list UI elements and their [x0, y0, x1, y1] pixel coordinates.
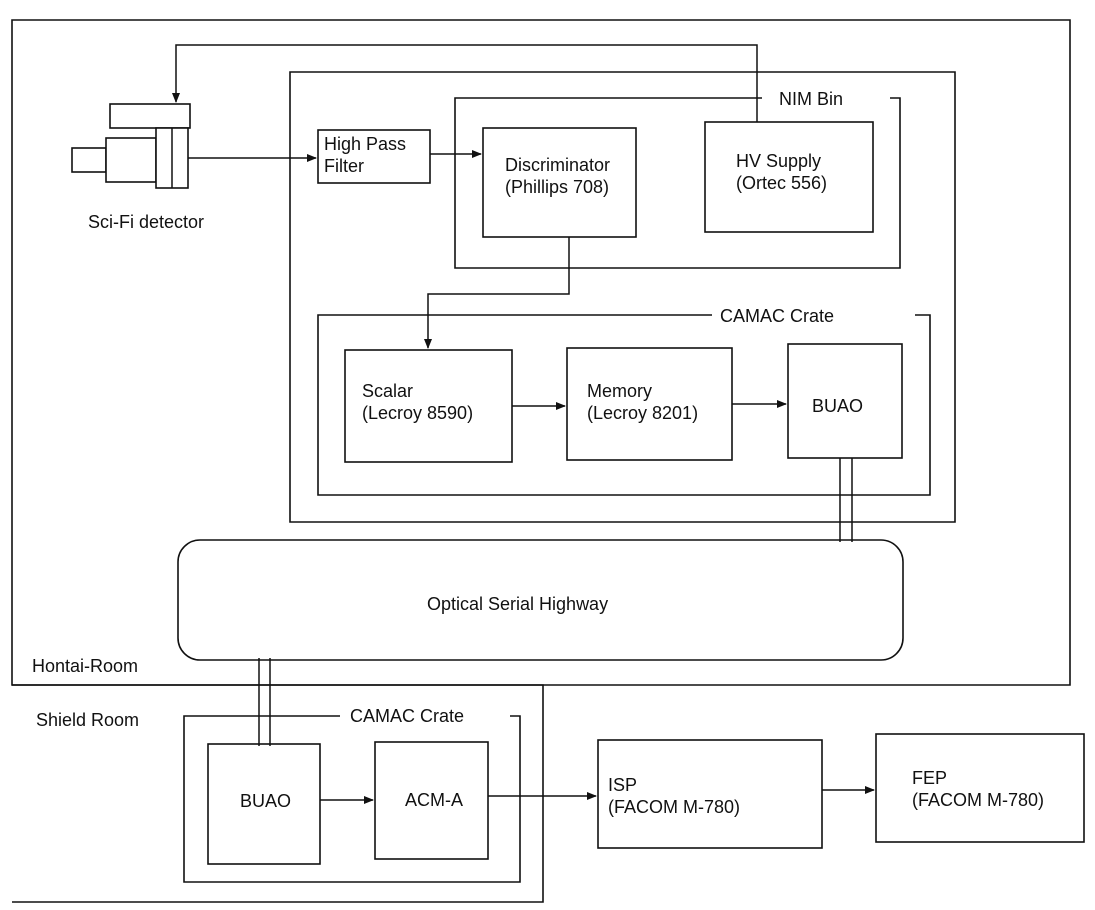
hv-to-detector-wire [176, 45, 757, 122]
camac-crate-top-label: CAMAC Crate [720, 306, 834, 326]
highway-to-buao-bottom-link [259, 658, 270, 746]
acm-line-1: ACM-A [405, 790, 463, 810]
hpf-line-2: Filter [324, 156, 364, 176]
buao-top-to-highway-link [840, 458, 852, 542]
discriminator-line-1: Discriminator [505, 155, 610, 175]
isp-line-2: (FACOM M-780) [608, 797, 740, 817]
discriminator-to-scalar-wire [428, 237, 569, 348]
isp-line-1: ISP [608, 775, 637, 795]
scalar-line-1: Scalar [362, 381, 413, 401]
fep-line-1: FEP [912, 768, 947, 788]
memory-line-2: (Lecroy 8201) [587, 403, 698, 423]
optical-serial-highway-label: Optical Serial Highway [427, 594, 608, 614]
buao-bottom-label: BUAO [240, 791, 291, 811]
discriminator-line-2: (Phillips 708) [505, 177, 609, 197]
sci-fi-detector-label: Sci-Fi detector [88, 212, 204, 232]
sci-fi-detector-icon [72, 104, 190, 188]
memory-line-1: Memory [587, 381, 652, 401]
fep-line-2: (FACOM M-780) [912, 790, 1044, 810]
nim-bin-label: NIM Bin [779, 89, 843, 109]
shield-room-label: Shield Room [36, 710, 139, 730]
hontai-room-label: Hontai-Room [32, 656, 138, 676]
hv-supply-line-1: HV Supply [736, 151, 821, 171]
optical-highway-line-1: Optical Serial Highway [427, 594, 608, 614]
buao-bottom-line-1: BUAO [240, 791, 291, 811]
fep-box [876, 734, 1084, 842]
buao-top-line-1: BUAO [812, 396, 863, 416]
buao-top-label: BUAO [812, 396, 863, 416]
acm-a-label: ACM-A [405, 790, 463, 810]
scalar-line-2: (Lecroy 8590) [362, 403, 473, 423]
hv-supply-line-2: (Ortec 556) [736, 173, 827, 193]
hpf-line-1: High Pass [324, 134, 406, 154]
camac-crate-bottom-label: CAMAC Crate [350, 706, 464, 726]
